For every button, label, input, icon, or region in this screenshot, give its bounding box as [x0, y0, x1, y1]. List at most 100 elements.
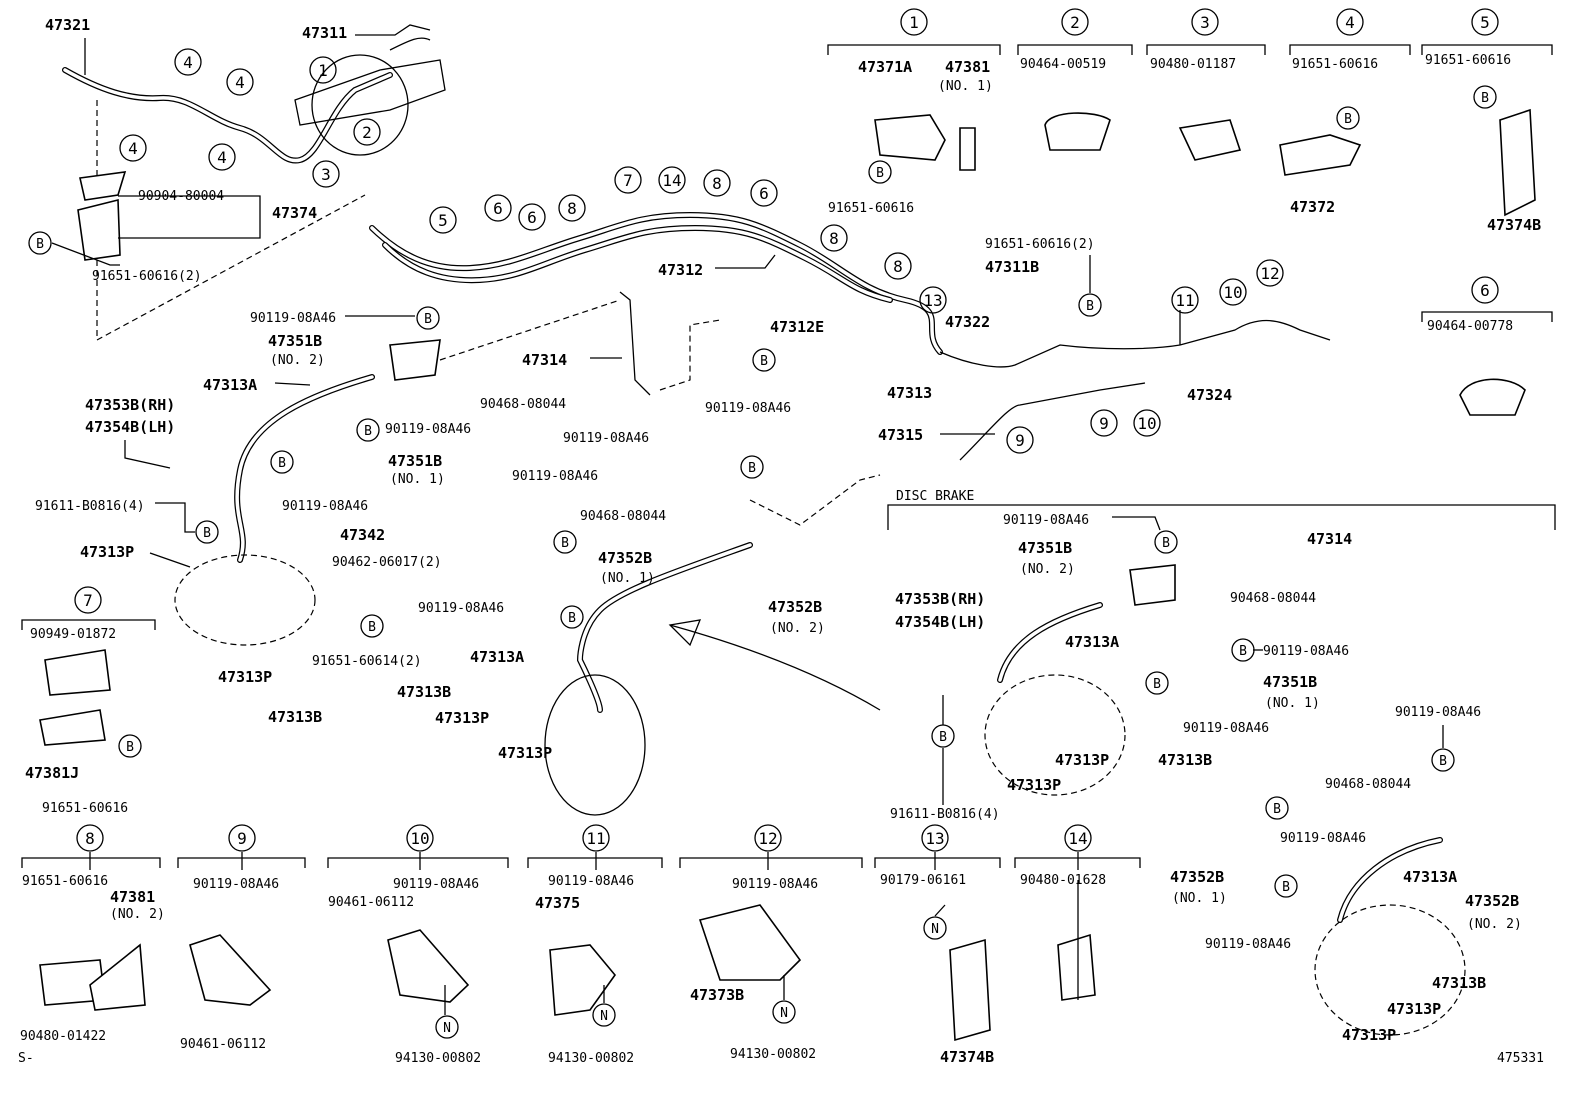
callout-13-marker: 13 [921, 824, 949, 852]
svg-text:4: 4 [183, 53, 193, 72]
part-label: 90119-08A46 [1003, 513, 1089, 528]
pipe-callout-2: 2 [353, 118, 381, 146]
part-label: 90119-08A46 [512, 469, 598, 484]
part-label: 47374B [940, 1048, 994, 1066]
part-label: 47354B(LH) [85, 418, 175, 436]
part-label: 90468-08044 [480, 397, 566, 412]
part-label: 47314 [522, 351, 567, 369]
part-label: 90119-08A46 [1280, 831, 1366, 846]
part-label: 90464-00519 [1020, 57, 1106, 72]
svg-text:12: 12 [1260, 264, 1279, 283]
svg-text:9: 9 [237, 829, 247, 848]
part-label: 91651-60616 [1425, 53, 1511, 68]
svg-text:4: 4 [128, 139, 138, 158]
svg-text:8: 8 [893, 257, 903, 276]
b-symbol: B [868, 160, 892, 184]
part-label: 47381 [110, 888, 155, 906]
part-label: 47313P [498, 744, 552, 762]
svg-text:B: B [1239, 644, 1247, 659]
svg-text:5: 5 [438, 211, 448, 230]
part-label: (NO. 1) [1265, 696, 1320, 711]
svg-text:3: 3 [1200, 13, 1210, 32]
b-symbol: B [1154, 530, 1178, 554]
pipe-callout-8b: 8 [703, 169, 731, 197]
callout-11-marker: 11 [582, 824, 610, 852]
callout-3-marker: 3 [1191, 8, 1219, 36]
svg-text:B: B [1439, 754, 1447, 769]
pipe-callout-11: 11 [1171, 286, 1199, 314]
part-label: 91651-60616 [22, 874, 108, 889]
b-symbol: B [740, 455, 764, 479]
part-label: 47313B [268, 708, 322, 726]
part-label: 90119-08A46 [250, 311, 336, 326]
part-label: 47313P [1342, 1026, 1396, 1044]
svg-text:11: 11 [586, 829, 605, 848]
svg-text:4: 4 [1345, 13, 1355, 32]
pipe-callout-6b: 6 [518, 203, 546, 231]
svg-text:7: 7 [83, 591, 93, 610]
part-label: (NO. 1) [1172, 891, 1227, 906]
b-symbol: B [931, 724, 955, 748]
callout-8-marker: 8 [76, 824, 104, 852]
b-symbol: B [195, 520, 219, 544]
part-label: 47313P [1387, 1000, 1441, 1018]
b-symbol: B [1145, 671, 1169, 695]
svg-text:6: 6 [759, 184, 769, 203]
pipe-callout-6a: 6 [484, 194, 512, 222]
part-label: 90480-01187 [1150, 57, 1236, 72]
part-label: 47314 [1307, 530, 1352, 548]
svg-text:14: 14 [662, 171, 681, 190]
b-symbol: B [1265, 796, 1289, 820]
part-label: 47324 [1187, 386, 1232, 404]
b-symbol: B [416, 306, 440, 330]
part-label: 90949-01872 [30, 627, 116, 642]
part-label: 47313B [1158, 751, 1212, 769]
b-symbol: B [1431, 748, 1455, 772]
pipe-callout-10b: 10 [1133, 409, 1161, 437]
b-symbol: B [752, 348, 776, 372]
part-label: 47381 [945, 58, 990, 76]
svg-text:6: 6 [493, 199, 503, 218]
svg-text:4: 4 [217, 148, 227, 167]
part-label: 90461-06112 [328, 895, 414, 910]
b-symbol: B [1336, 106, 1360, 130]
pipe-callout-8c: 8 [820, 224, 848, 252]
part-label: (NO. 2) [270, 353, 325, 368]
pipe-callout-6c: 6 [750, 179, 778, 207]
pipe-callout-14: 14 [658, 166, 686, 194]
callout-brackets-top [21, 44, 1553, 630]
b-symbol: B [270, 450, 294, 474]
part-label: (NO. 1) [390, 472, 445, 487]
part-label: (NO. 2) [770, 621, 825, 636]
svg-text:B: B [368, 620, 376, 635]
pipe-callout-12: 12 [1256, 259, 1284, 287]
front-left-hose-assembly [174, 291, 721, 646]
svg-text:B: B [1153, 677, 1161, 692]
svg-text:10: 10 [410, 829, 429, 848]
part-label: 47374B [1487, 216, 1541, 234]
part-label: 47313P [435, 709, 489, 727]
part-label: 47313A [203, 376, 257, 394]
part-label: 90119-08A46 [1263, 644, 1349, 659]
part-label: 94130-00802 [730, 1047, 816, 1062]
part-label: 90119-08A46 [385, 422, 471, 437]
part-label: 90468-08044 [580, 509, 666, 524]
part-label: 47313A [470, 648, 524, 666]
svg-text:B: B [1086, 299, 1094, 314]
svg-text:8: 8 [712, 174, 722, 193]
part-label: 47351B [268, 332, 322, 350]
part-label: 91651-60616(2) [985, 237, 1095, 252]
svg-text:B: B [203, 526, 211, 541]
part-label: 90468-08044 [1325, 777, 1411, 792]
part-label: 47375 [535, 894, 580, 912]
callout-2-marker: 2 [1061, 8, 1089, 36]
svg-text:B: B [1273, 802, 1281, 817]
callout-5-marker: 5 [1471, 8, 1499, 36]
part-label: 90119-08A46 [193, 877, 279, 892]
part-label: 47351B [1263, 673, 1317, 691]
svg-text:B: B [126, 740, 134, 755]
part-label: 91651-60616 [42, 801, 128, 816]
callout-6-marker: 6 [1471, 276, 1499, 304]
part-label: 47372 [1290, 198, 1335, 216]
callout-14-marker: 14 [1064, 824, 1092, 852]
